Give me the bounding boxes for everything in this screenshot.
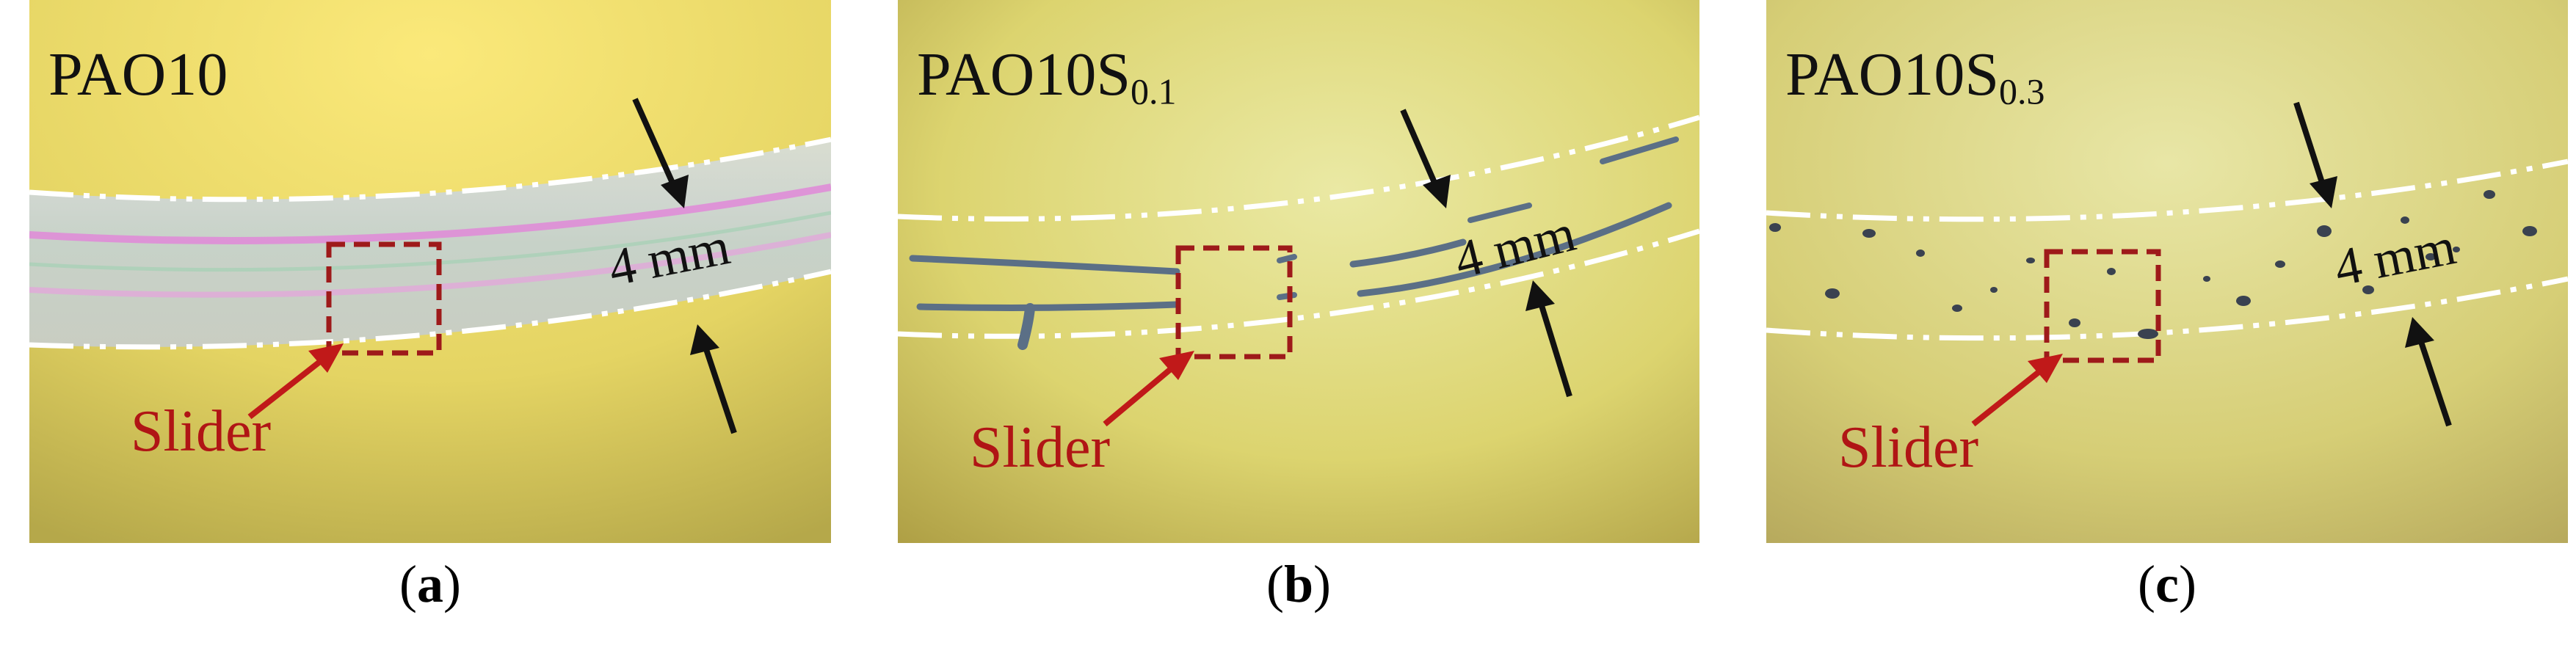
- slider-label-c: Slider: [1838, 415, 1979, 480]
- caption-c: (c): [2138, 555, 2196, 613]
- photo-a-image: [29, 0, 831, 543]
- slider-box-a: [326, 241, 442, 356]
- panel-c: PAO10S0.3 4 mm Slider (c): [1766, 0, 2568, 645]
- photo-c: PAO10S0.3 4 mm Slider: [1766, 0, 2568, 543]
- slider-box-b: [1175, 245, 1293, 360]
- sample-label-a: PAO10: [48, 40, 228, 109]
- sample-label-c: PAO10S0.3: [1785, 40, 2045, 112]
- photo-b-image: [898, 0, 1699, 543]
- caption-a: (a): [399, 555, 461, 613]
- photo-b: PAO10S0.1 4 mm Slider: [898, 0, 1699, 543]
- panel-a: PAO10 4 mm Slider (a): [29, 0, 831, 645]
- photo-c-image: [1766, 0, 2568, 543]
- sample-label-b: PAO10S0.1: [917, 40, 1177, 112]
- slider-label-b: Slider: [970, 415, 1111, 480]
- photo-a: PAO10 4 mm Slider: [29, 0, 831, 543]
- caption-b: (b): [1266, 555, 1331, 613]
- slider-label-a: Slider: [131, 399, 272, 464]
- slider-box-c: [2044, 249, 2161, 363]
- panel-b: PAO10S0.1 4 mm Slider (b): [898, 0, 1699, 645]
